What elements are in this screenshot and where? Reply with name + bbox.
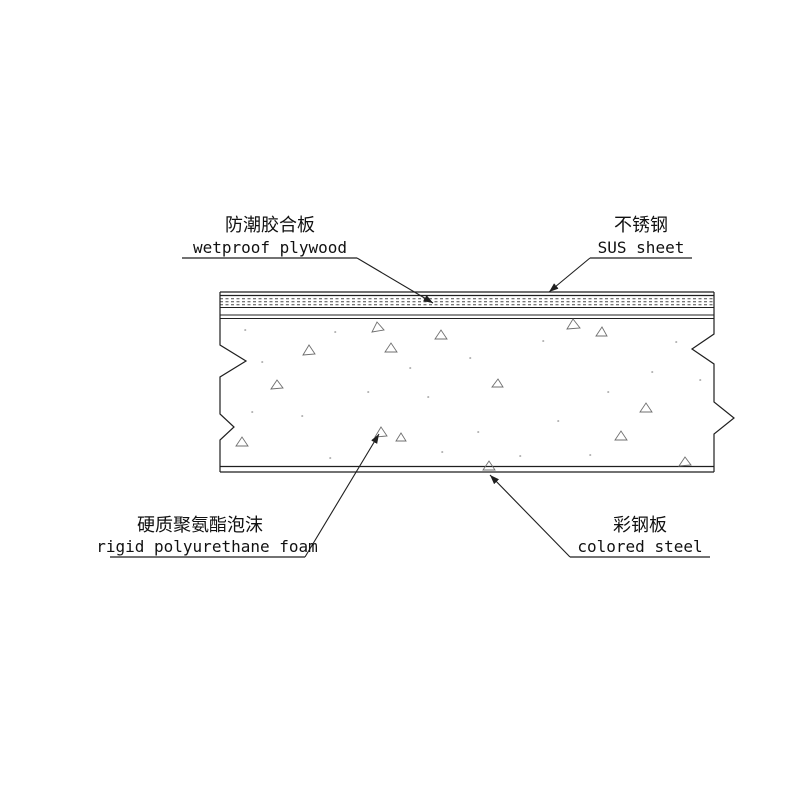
colored-steel-layer — [220, 465, 714, 473]
foam-texture-dots — [244, 329, 702, 459]
leader-lines — [304, 257, 591, 558]
label-sus-sheet: 不锈钢 SUS sheet — [590, 215, 692, 259]
foam-texture-triangles — [235, 318, 692, 471]
sus-sheet-layer — [220, 291, 714, 297]
panel-section — [219, 291, 735, 473]
label-foam-zh: 硬质聚氨酯泡沫 — [137, 515, 263, 536]
label-colored-steel-en: colored steel — [577, 537, 702, 556]
break-edge-right — [690, 292, 735, 472]
plywood-layer — [220, 298, 714, 306]
leader-colored-steel — [489, 474, 571, 558]
label-plywood: 防潮胶合板 wetproof plywood — [182, 215, 357, 259]
break-edge-left — [219, 292, 248, 472]
plywood-layer-bottom — [220, 307, 714, 319]
leader-sus-sheet — [548, 257, 591, 293]
label-colored-steel: 彩钢板 colored steel — [570, 515, 710, 558]
leader-foam — [304, 433, 380, 558]
leader-plywood — [356, 257, 434, 304]
label-foam-en: rigid polyurethane foam — [96, 537, 318, 556]
label-foam: 硬质聚氨酯泡沫 rigid polyurethane foam — [96, 515, 318, 558]
label-sus-sheet-zh: 不锈钢 — [614, 215, 668, 236]
label-plywood-en: wetproof plywood — [193, 238, 347, 257]
label-plywood-zh: 防潮胶合板 — [225, 215, 315, 236]
label-colored-steel-zh: 彩钢板 — [613, 515, 667, 536]
label-sus-sheet-en: SUS sheet — [598, 238, 685, 257]
